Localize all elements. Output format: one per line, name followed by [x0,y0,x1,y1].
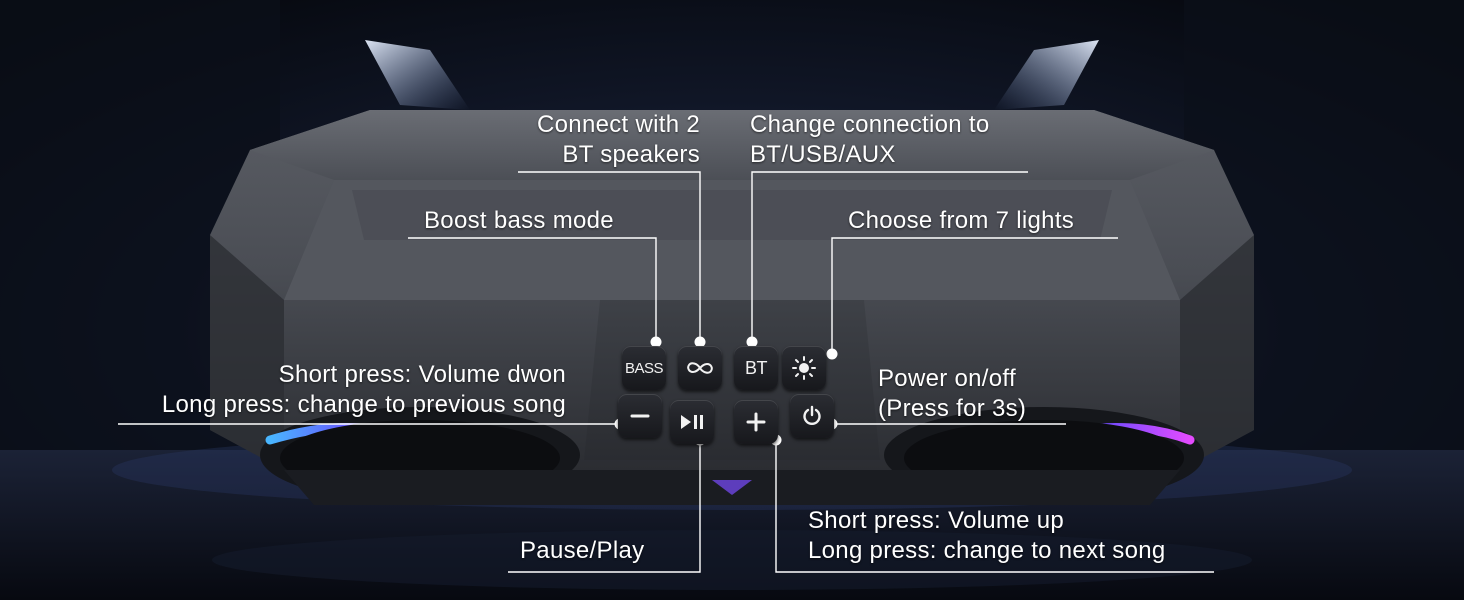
callout-volume-down-line2: Long press: change to previous song [161,391,566,418]
callout-line-pause-play [508,440,701,573]
callout-connect-two-line2: BT speakers [562,141,700,168]
callout-change-connection-line1: Change connection to [750,111,990,138]
callout-line-boost-bass [408,237,657,342]
volume-up-button[interactable] [734,400,778,444]
callout-dot-light [826,348,838,360]
callout-change-connection-line2: BT/USB/AUX [750,141,896,168]
callout-volume-up-line2: Long press: change to next song [808,537,1166,564]
bt-button[interactable]: BT [734,346,778,390]
callout-choose-lights-line1: Choose from 7 lights [848,207,1075,234]
play-pause-icon [681,415,703,429]
callout-boost-bass: Boost bass mode [424,206,614,236]
callout-dot-bass [650,336,662,348]
minus-icon [630,414,650,418]
callout-volume-up: Short press: Volume up Long press: chang… [808,506,1166,566]
callout-line-volume-up [775,440,1214,573]
callout-dot-bt [746,336,758,348]
bass-button-label: BASS [624,359,664,377]
callout-boost-bass-line1: Boost bass mode [424,207,614,234]
sun-icon [792,356,816,380]
callout-power-line2: (Press for 3s) [878,395,1027,422]
callout-line-choose-lights [831,237,1118,354]
tws-button[interactable] [678,346,722,390]
power-icon [803,405,821,425]
callout-line-connect-two [518,171,701,342]
power-button[interactable] [790,394,834,438]
volume-down-button[interactable] [618,394,662,438]
callout-power-line1: Power on/off [878,365,1016,392]
bass-button[interactable]: BASS [622,346,666,390]
bt-button-label: BT [744,357,768,378]
callout-change-connection: Change connection to BT/USB/AUX [750,110,990,170]
callout-line-change-connection [751,171,1028,342]
callout-dot-tws [694,336,706,348]
light-button[interactable] [782,346,826,390]
plus-icon [746,412,766,432]
callout-choose-lights: Choose from 7 lights [848,206,1074,236]
callout-connect-two-line1: Connect with 2 [537,111,700,138]
callout-pause-play-line1: Pause/Play [520,537,645,564]
callout-pause-play: Pause/Play [520,536,644,566]
callout-volume-down-line1: Short press: Volume dwon [278,361,566,388]
play-pause-button[interactable] [670,400,714,444]
callout-volume-down: Short press: Volume dwon Long press: cha… [162,360,566,420]
callout-connect-two: Connect with 2 BT speakers [537,110,700,170]
callout-power: Power on/off (Press for 3s) [878,364,1026,424]
callout-volume-up-line1: Short press: Volume up [808,507,1065,534]
infinity-icon [687,362,713,374]
